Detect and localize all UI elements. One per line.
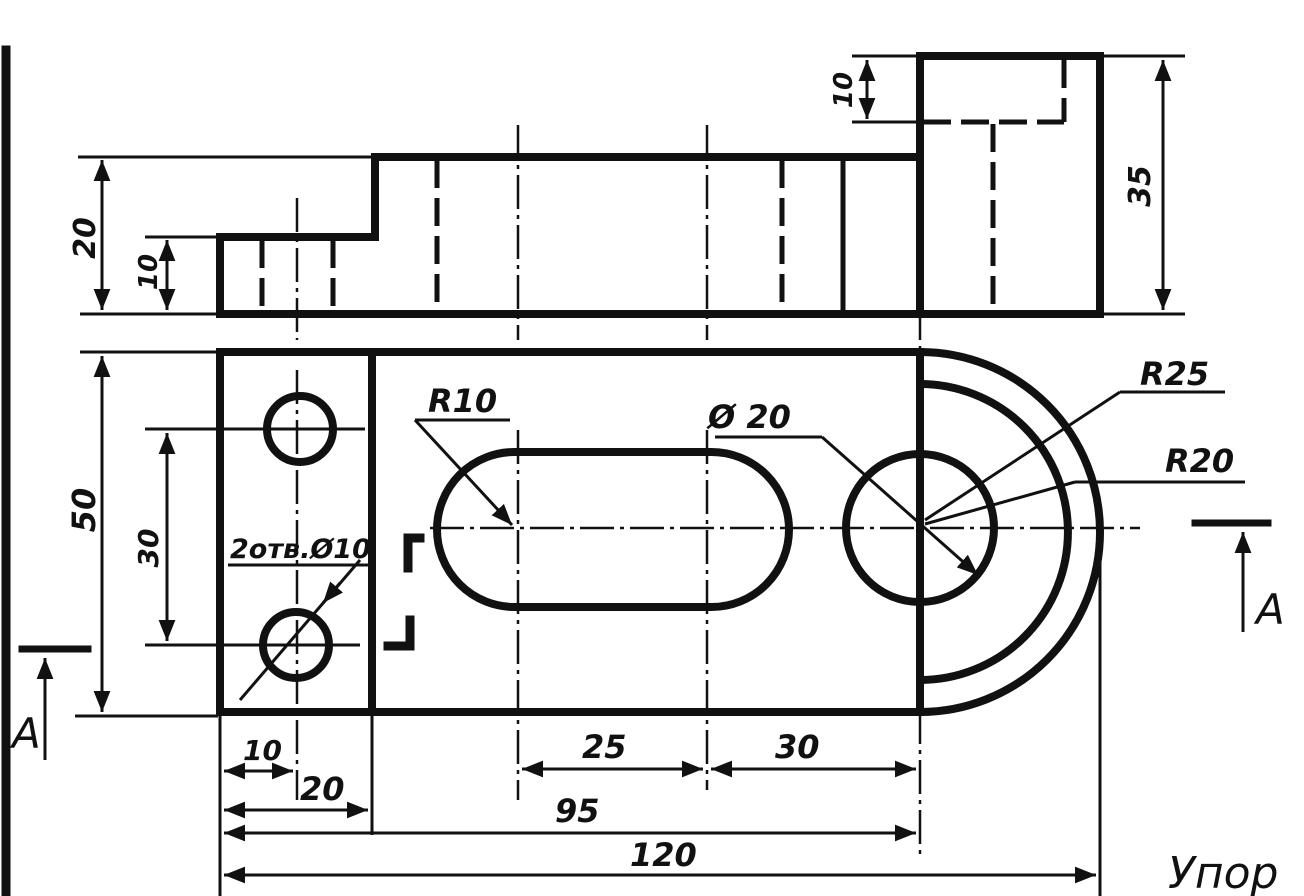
dim-label-10-top: 10: [829, 72, 859, 108]
r20-leader: [924, 480, 1076, 526]
dim-label-120: 120: [630, 836, 697, 874]
front-view-outline: [216, 52, 1104, 318]
dim-label-10-bottom: 10: [243, 734, 282, 767]
top-view: A A 50 30 2отв.Ø10 R10 Ø 20 R25 R20: [9, 348, 1285, 896]
dim-label-dia20: Ø 20: [706, 398, 791, 436]
front-view: 20 10 10 35: [68, 52, 1185, 355]
dim-label-10-front: 10: [134, 254, 164, 290]
dim-label-35: 35: [1123, 165, 1158, 207]
dim-label-20-front: 20: [68, 217, 103, 259]
dim-label-25: 25: [582, 728, 627, 766]
dim-label-r20: R20: [1165, 442, 1234, 480]
drawing-title: Упор: [1168, 848, 1278, 896]
holes-note: 2отв.Ø10: [230, 534, 371, 565]
dim-label-r25: R25: [1140, 355, 1209, 393]
r25-leader: [924, 390, 1121, 522]
top-view-outline: [216, 348, 1104, 716]
boss-arc-r20: [915, 379, 1072, 685]
section-label-left: A: [9, 709, 41, 758]
dim-label-30: 30: [132, 529, 165, 568]
r10-leader: [413, 418, 514, 527]
dim-label-95: 95: [555, 792, 600, 830]
dia20-leader: [821, 435, 979, 577]
dim-label-30-bottom: 30: [775, 728, 820, 766]
section-marker-corner-bottom: [383, 615, 415, 651]
section-marker-corner-top: [403, 533, 425, 573]
dim-label-r10: R10: [428, 382, 497, 420]
section-label-right: A: [1253, 585, 1285, 634]
dim-label-50: 50: [65, 488, 103, 533]
dim-label-20-bottom: 20: [300, 770, 345, 808]
slot: [433, 448, 793, 611]
holes-note-leader-arrow: [321, 581, 344, 604]
